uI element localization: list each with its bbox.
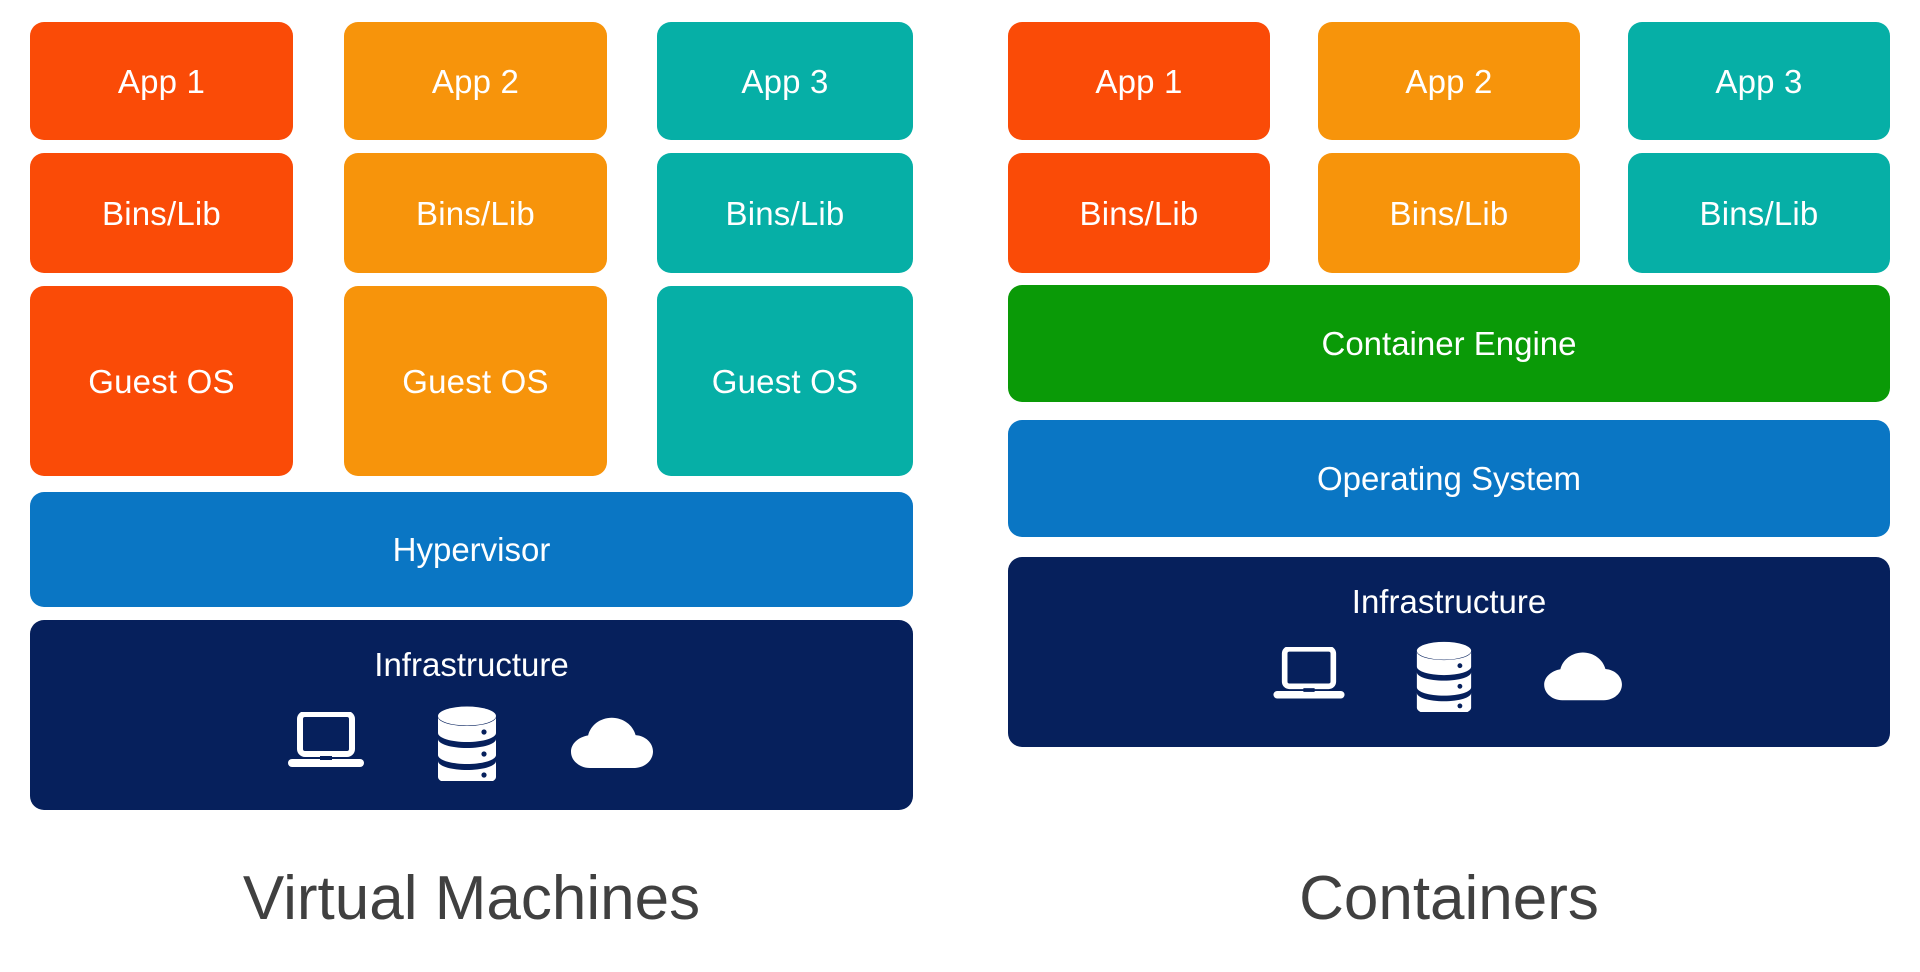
container-caption-text: Containers — [1299, 864, 1599, 933]
ct-container-engine-label: Container Engine — [1321, 325, 1577, 362]
ct-operating-system-bar[interactable]: Operating System — [1008, 420, 1890, 537]
ct-app1-label: App 1 — [1095, 62, 1183, 100]
vm-guestos-2-box[interactable]: Guest OS — [344, 286, 607, 476]
ct-operating-system-label: Operating System — [1316, 460, 1582, 497]
vm-guestos-3-label: Guest OS — [711, 362, 859, 400]
container-caption: Containers — [1008, 868, 1890, 930]
vm-app3-label: App 3 — [741, 62, 829, 100]
laptop-icon — [287, 711, 364, 779]
laptop-icon — [1273, 646, 1345, 710]
vm-binslib-3-box[interactable]: Bins/Lib — [657, 153, 913, 273]
vm-guestos-1-box[interactable]: Guest OS — [30, 286, 293, 476]
vm-app3-box[interactable]: App 3 — [657, 22, 913, 140]
cloud-icon — [1543, 649, 1625, 709]
ct-binslib-1-box[interactable]: Bins/Lib — [1008, 153, 1270, 273]
ct-infrastructure-icon-row — [1273, 640, 1625, 717]
vm-binslib-1-box[interactable]: Bins/Lib — [30, 153, 293, 273]
vm-hypervisor-bar[interactable]: Hypervisor — [30, 492, 913, 607]
vm-app2-label: App 2 — [431, 62, 520, 100]
ct-container-engine-bar[interactable]: Container Engine — [1008, 285, 1890, 402]
vm-infrastructure-bar[interactable]: Infrastructure — [30, 620, 913, 810]
vm-app2-box[interactable]: App 2 — [344, 22, 607, 140]
vm-binslib-1-label: Bins/Lib — [101, 194, 221, 232]
cloud-icon — [570, 714, 656, 777]
ct-binslib-3-label: Bins/Lib — [1699, 194, 1819, 232]
vm-guestos-2-label: Guest OS — [402, 362, 549, 400]
database-icon — [436, 705, 498, 786]
vm-guestos-1-label: Guest OS — [88, 362, 235, 400]
ct-binslib-3-box[interactable]: Bins/Lib — [1628, 153, 1890, 273]
ct-app3-box[interactable]: App 3 — [1628, 22, 1890, 140]
ct-binslib-1-label: Bins/Lib — [1079, 194, 1199, 232]
vm-guestos-3-box[interactable]: Guest OS — [657, 286, 913, 476]
ct-binslib-2-label: Bins/Lib — [1389, 194, 1509, 232]
ct-app2-label: App 2 — [1405, 62, 1493, 100]
vm-hypervisor-label: Hypervisor — [392, 531, 551, 568]
ct-app2-box[interactable]: App 2 — [1318, 22, 1580, 140]
vm-app1-box[interactable]: App 1 — [30, 22, 293, 140]
ct-app1-box[interactable]: App 1 — [1008, 22, 1270, 140]
vm-infrastructure-label: Infrastructure — [374, 646, 569, 683]
ct-binslib-2-box[interactable]: Bins/Lib — [1318, 153, 1580, 273]
vm-app1-label: App 1 — [117, 62, 206, 100]
vm-binslib-3-label: Bins/Lib — [725, 194, 845, 232]
vm-binslib-2-label: Bins/Lib — [415, 194, 535, 232]
vm-infrastructure-icon-row — [287, 705, 656, 786]
vm-binslib-2-box[interactable]: Bins/Lib — [344, 153, 607, 273]
vm-caption-text: Virtual Machines — [242, 864, 701, 933]
vm-caption: Virtual Machines — [30, 868, 913, 930]
ct-app3-label: App 3 — [1715, 62, 1803, 100]
ct-infrastructure-label: Infrastructure — [1351, 583, 1547, 620]
database-icon — [1415, 640, 1473, 717]
ct-infrastructure-bar[interactable]: Infrastructure — [1008, 557, 1890, 747]
